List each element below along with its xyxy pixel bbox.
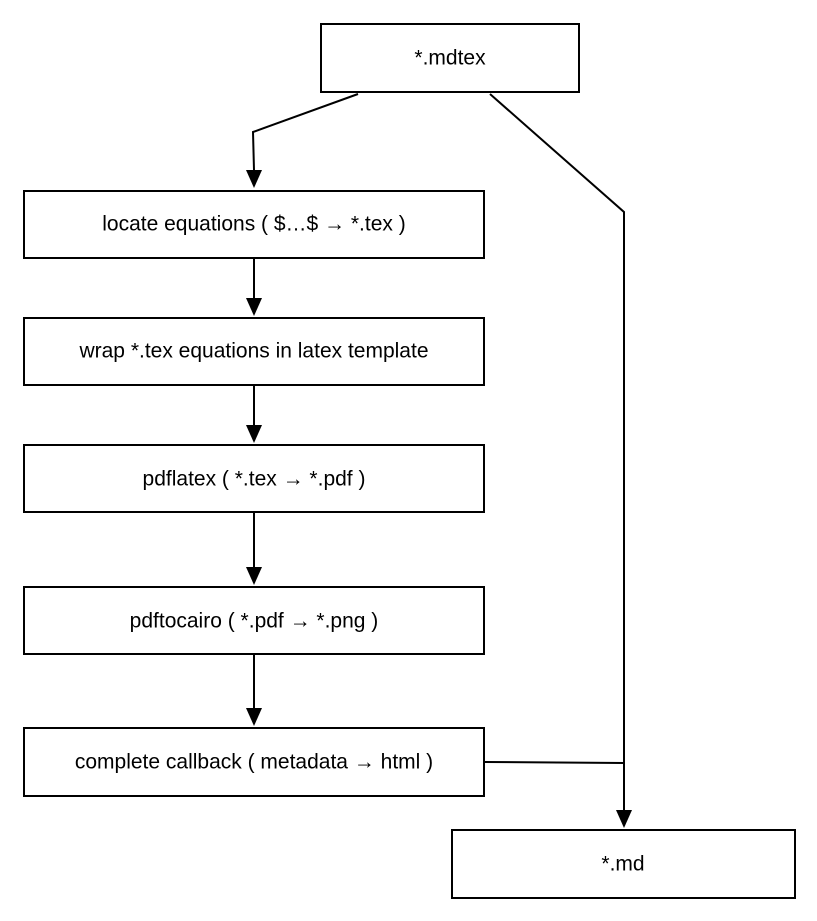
node-md-label: *.md — [601, 853, 644, 876]
node-locate-equations-label: locate equations ( $…$ → *.tex ) — [102, 213, 406, 236]
node-mdtex-label: *.mdtex — [414, 47, 486, 70]
arrowhead-wrap — [246, 298, 262, 316]
edge-mdtex-to-locate — [251, 93, 359, 171]
node-pdftocairo-label: pdftocairo ( *.pdf → *.png ) — [130, 610, 379, 633]
arrowhead-pdftocairo — [246, 567, 262, 585]
node-pdflatex: pdflatex ( *.tex → *.pdf ) — [23, 444, 485, 513]
arrowhead-locate — [246, 170, 262, 188]
edge-callback-to-md — [484, 761, 625, 764]
node-wrap-template: wrap *.tex equations in latex template — [23, 317, 485, 386]
arrowhead-callback — [246, 708, 262, 726]
node-mdtex: *.mdtex — [320, 23, 580, 93]
node-md: *.md — [451, 829, 796, 899]
node-locate-equations: locate equations ( $…$ → *.tex ) — [23, 190, 485, 259]
arrowhead-md — [616, 810, 632, 828]
node-complete-callback-label: complete callback ( metadata → html ) — [75, 751, 433, 774]
edge-mdtex-to-md — [489, 93, 625, 810]
node-pdftocairo: pdftocairo ( *.pdf → *.png ) — [23, 586, 485, 655]
node-pdflatex-label: pdflatex ( *.tex → *.pdf ) — [143, 468, 366, 491]
node-complete-callback: complete callback ( metadata → html ) — [23, 727, 485, 797]
arrowhead-pdflatex — [246, 425, 262, 443]
node-wrap-template-label: wrap *.tex equations in latex template — [78, 340, 428, 363]
